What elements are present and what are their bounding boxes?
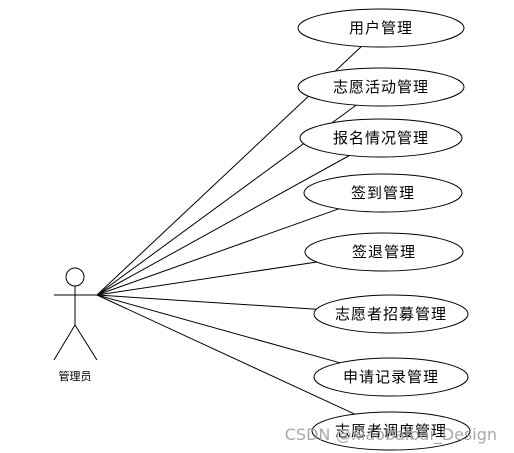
actor-right-leg [74, 324, 98, 361]
association-line-check-out-management [96, 261, 317, 296]
use-case-ellipse [303, 173, 463, 213]
association-line-volunteer-recruitment-management [96, 294, 317, 310]
use-case-volunteer-activity-management: 志愿活动管理 [297, 67, 465, 107]
watermark: CSDN @xiaobaibai_Design [285, 425, 497, 445]
use-case-user-management: 用户管理 [297, 8, 465, 48]
use-case-registration-status-management: 报名情况管理 [299, 118, 463, 158]
use-case-label: 报名情况管理 [333, 129, 429, 147]
actor-label: 管理员 [59, 369, 92, 383]
use-case-ellipse [297, 67, 465, 107]
use-case-label: 申请记录管理 [343, 368, 439, 386]
use-case-label: 志愿者调度管理 [335, 422, 447, 440]
use-case-application-record-management: 申请记录管理 [313, 357, 469, 397]
actor-head [65, 267, 85, 287]
association-line-check-in-management [96, 208, 339, 296]
use-case-check-in-management: 签到管理 [303, 173, 463, 213]
association-lines [96, 46, 362, 415]
use-case-volunteer-recruitment-management: 志愿者招募管理 [313, 294, 469, 334]
association-line-application-record-management [96, 294, 341, 364]
actor-left-leg [53, 324, 76, 361]
use-case-label: 志愿活动管理 [333, 78, 429, 96]
actor-figure: 管理员 [53, 267, 98, 383]
use-case-volunteer-dispatch-management: 志愿者调度管理 [311, 411, 471, 451]
use-case-check-out-management: 签退管理 [304, 232, 464, 272]
use-case-list: 用户管理志愿活动管理报名情况管理签到管理签退管理志愿者招募管理申请记录管理志愿者… [297, 8, 471, 451]
use-case-label: 用户管理 [349, 19, 413, 37]
use-case-ellipse [297, 8, 465, 48]
association-line-registration-status-management [96, 155, 350, 296]
use-case-ellipse [313, 357, 469, 397]
use-case-ellipse [299, 118, 463, 158]
use-case-ellipse [313, 294, 469, 334]
association-line-volunteer-dispatch-management [96, 294, 355, 415]
use-case-label: 签退管理 [352, 243, 416, 261]
use-case-ellipse [304, 232, 464, 272]
use-case-label: 签到管理 [351, 184, 415, 202]
use-case-label: 志愿者招募管理 [335, 305, 447, 323]
use-case-ellipse [311, 411, 471, 451]
